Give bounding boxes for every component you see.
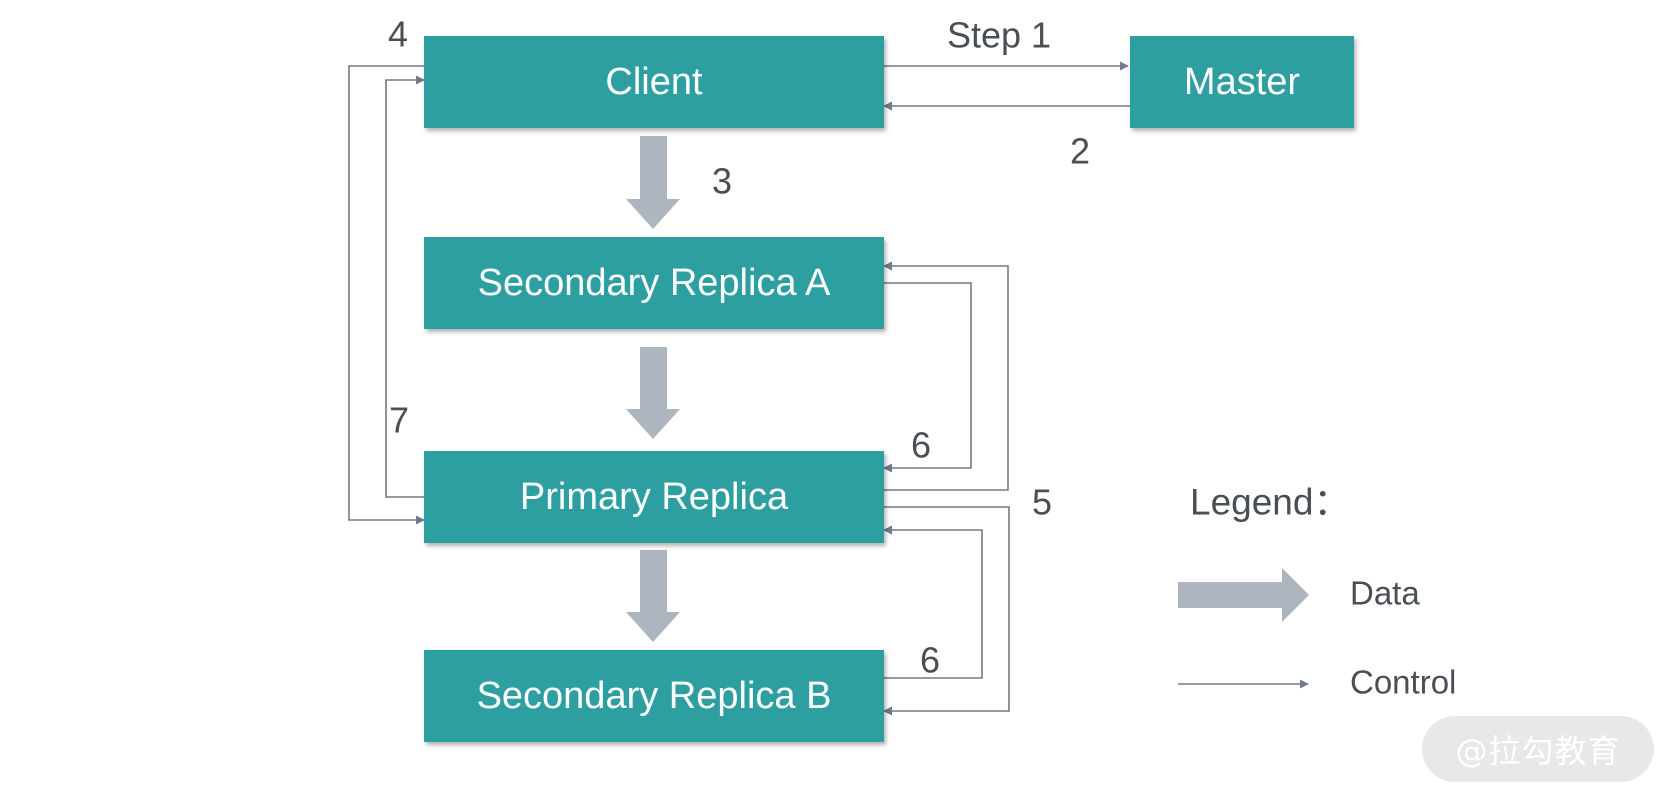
data-arrow-secondary-a-to-primary [626, 347, 680, 439]
secondary-replica-a-label: Secondary Replica A [478, 262, 831, 304]
legend: Legend： Data Control [1178, 482, 1456, 701]
label-step-4: 4 [388, 14, 408, 55]
label-step-2: 2 [1070, 131, 1090, 172]
label-step-5: 5 [1032, 482, 1052, 523]
control-arrow-primary-to-secondary-b [883, 506, 1010, 716]
label-step-6-upper: 6 [911, 425, 931, 466]
client-node-label: Client [605, 61, 703, 103]
secondary-replica-b-node: Secondary Replica B [424, 650, 884, 742]
label-step-7: 7 [389, 400, 409, 441]
primary-replica-node: Primary Replica [424, 451, 884, 543]
legend-title: Legend： [1190, 482, 1350, 523]
secondary-replica-a-node: Secondary Replica A [424, 237, 884, 329]
data-arrow-client-to-secondary-a [626, 136, 680, 229]
primary-replica-label: Primary Replica [520, 476, 789, 518]
label-step-3: 3 [712, 161, 732, 202]
control-arrow-secondary-b-to-primary [883, 525, 983, 679]
client-node: Client [424, 36, 884, 128]
secondary-replica-b-label: Secondary Replica B [477, 675, 832, 717]
data-arrow-primary-to-secondary-b [626, 550, 680, 642]
master-node: Master [1130, 36, 1354, 128]
legend-data-label: Data [1350, 575, 1420, 612]
control-arrow-secondary-a-to-primary [883, 282, 972, 473]
control-arrow-primary-to-secondary-a [883, 261, 1009, 491]
legend-control-label: Control [1350, 664, 1456, 701]
watermark-badge: @拉勾教育 [1422, 716, 1654, 782]
control-arrow-client-to-primary [348, 65, 425, 525]
legend-data-arrow-icon [1178, 568, 1309, 622]
label-step-6-lower: 6 [920, 640, 940, 681]
label-step-1: Step 1 [947, 15, 1051, 56]
control-arrow-primary-to-client [385, 75, 425, 498]
master-node-label: Master [1184, 61, 1300, 103]
